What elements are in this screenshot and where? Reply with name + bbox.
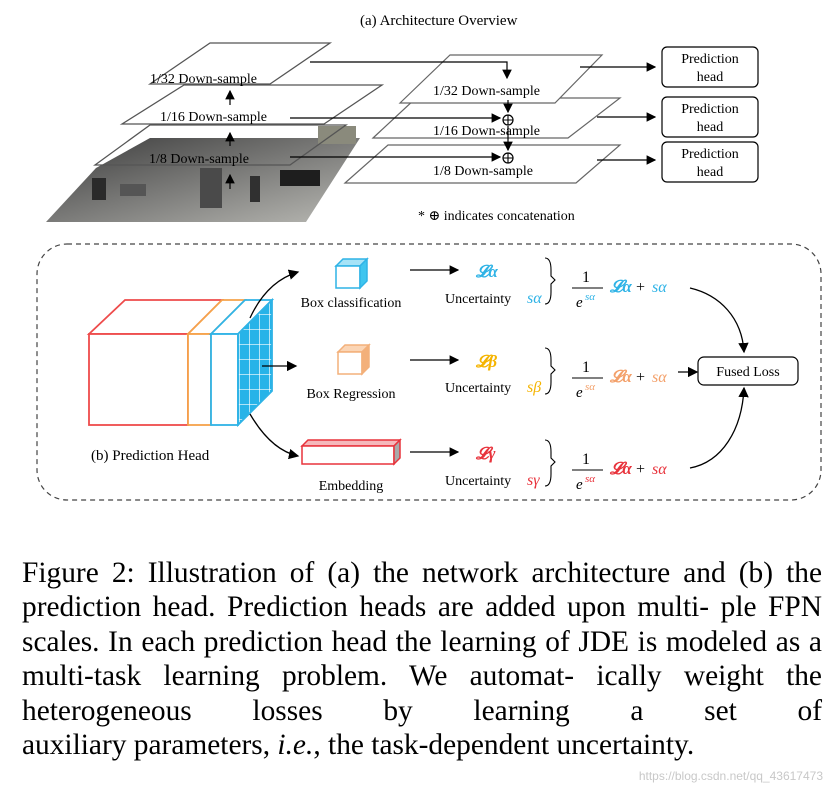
svg-text:sβ: sβ <box>527 379 541 396</box>
caption-line-5: ically weight the heterogeneous losses b… <box>22 660 822 727</box>
concat-symbol-8 <box>502 152 514 164</box>
svg-text:+: + <box>636 461 645 478</box>
svg-text:+: + <box>636 369 645 386</box>
svg-text:1: 1 <box>582 451 590 468</box>
svg-text:Prediction: Prediction <box>681 102 739 117</box>
svg-text:𝓛α: 𝓛α <box>609 277 632 296</box>
fused-loss-box: Fused Loss <box>697 356 799 386</box>
branch-label-embedding: Embedding <box>319 479 384 494</box>
svg-text:Fused Loss: Fused Loss <box>716 365 779 380</box>
svg-text:Uncertainty: Uncertainty <box>445 474 511 489</box>
caption-line-2: the prediction head. Prediction heads ar… <box>22 557 823 624</box>
svg-text:sα: sα <box>652 461 667 478</box>
feature-tensor <box>86 297 275 428</box>
svg-text:sα: sα <box>585 291 595 303</box>
svg-text:sα: sα <box>652 279 667 296</box>
svg-text:𝓛α: 𝓛α <box>475 262 498 281</box>
regression-cube <box>336 343 371 376</box>
concat-symbol-16 <box>502 114 514 126</box>
prediction-head-3: Prediction head <box>661 141 759 183</box>
left-label-16: 1/16 Down-sample <box>160 110 267 125</box>
svg-text:e: e <box>576 477 583 493</box>
caption-line-4: is modeled as a multi-task learning prob… <box>22 625 822 693</box>
classification-cube <box>334 257 369 290</box>
prediction-head-1: Prediction head <box>661 46 759 88</box>
branch-label-classification: Box classification <box>301 296 402 311</box>
svg-text:sγ: sγ <box>527 472 540 489</box>
part-b-title: (b) Prediction Head <box>91 448 210 464</box>
svg-text:+: + <box>636 279 645 296</box>
right-label-32: 1/32 Down-sample <box>433 84 540 99</box>
caption-line-3: ple FPN scales. In each prediction head … <box>22 591 822 658</box>
left-label-32: 1/32 Down-sample <box>150 72 257 87</box>
svg-text:sα: sα <box>585 473 595 485</box>
loss-row-embedding: 𝓛γ Uncertainty sγ 1 e sα 𝓛α + sα <box>445 439 667 493</box>
svg-text:head: head <box>697 120 723 135</box>
svg-text:head: head <box>697 70 723 85</box>
fpn-arrows <box>290 61 657 165</box>
svg-text:e: e <box>576 295 583 311</box>
svg-text:sα: sα <box>527 290 542 307</box>
concat-note: * ⊕ indicates concatenation <box>418 209 575 224</box>
svg-text:sα: sα <box>585 381 595 393</box>
right-label-16: 1/16 Down-sample <box>433 124 540 139</box>
svg-text:𝓛β: 𝓛β <box>475 352 497 371</box>
svg-text:Prediction: Prediction <box>681 52 739 67</box>
left-stack: 1/32 Down-sample 1/16 Down-sample 1/8 Do… <box>93 42 385 189</box>
caption-line-6: auxiliary parameters, i.e., the task-dep… <box>22 729 695 762</box>
prediction-head-panel <box>36 243 822 501</box>
svg-text:1: 1 <box>582 269 590 286</box>
loss-row-classification: 𝓛α Uncertainty sα 1 e sα 𝓛α + sα <box>445 257 667 311</box>
svg-text:sα: sα <box>652 369 667 386</box>
svg-text:Uncertainty: Uncertainty <box>445 381 511 396</box>
right-label-8: 1/8 Down-sample <box>433 164 533 179</box>
figure-svg: (a) Architecture Overview 1/32 Down-samp… <box>36 13 822 501</box>
loss-arrows <box>410 265 460 457</box>
part-a-title: (a) Architecture Overview <box>360 13 518 29</box>
svg-text:𝓛α: 𝓛α <box>609 367 632 386</box>
caption-line-1: Figure 2: Illustration of (a) the networ… <box>22 557 774 589</box>
svg-text:Uncertainty: Uncertainty <box>445 292 511 307</box>
figure-caption: Figure 2: Illustration of (a) the networ… <box>22 556 822 762</box>
left-label-8: 1/8 Down-sample <box>149 152 249 167</box>
street-image <box>46 126 360 222</box>
embedding-bar <box>300 438 402 466</box>
figure: (a) Architecture Overview 1/32 Down-samp… <box>36 13 822 501</box>
svg-text:e: e <box>576 385 583 401</box>
right-stack: 1/32 Down-sample 1/16 Down-sample 1/8 Do… <box>343 54 622 184</box>
svg-text:𝓛α: 𝓛α <box>609 459 632 478</box>
svg-text:𝓛γ: 𝓛γ <box>475 444 496 463</box>
branch-arrows <box>249 269 300 460</box>
svg-text:Prediction: Prediction <box>681 147 739 162</box>
fused-arrows <box>678 287 749 469</box>
svg-text:head: head <box>697 165 723 180</box>
branch-label-regression: Box Regression <box>306 387 395 402</box>
loss-row-regression: 𝓛β Uncertainty sβ 1 e sα 𝓛α + sα <box>445 347 667 401</box>
svg-text:1: 1 <box>582 359 590 376</box>
prediction-head-2: Prediction head <box>661 96 759 138</box>
watermark: https://blog.csdn.net/qq_43617473 <box>638 769 823 783</box>
